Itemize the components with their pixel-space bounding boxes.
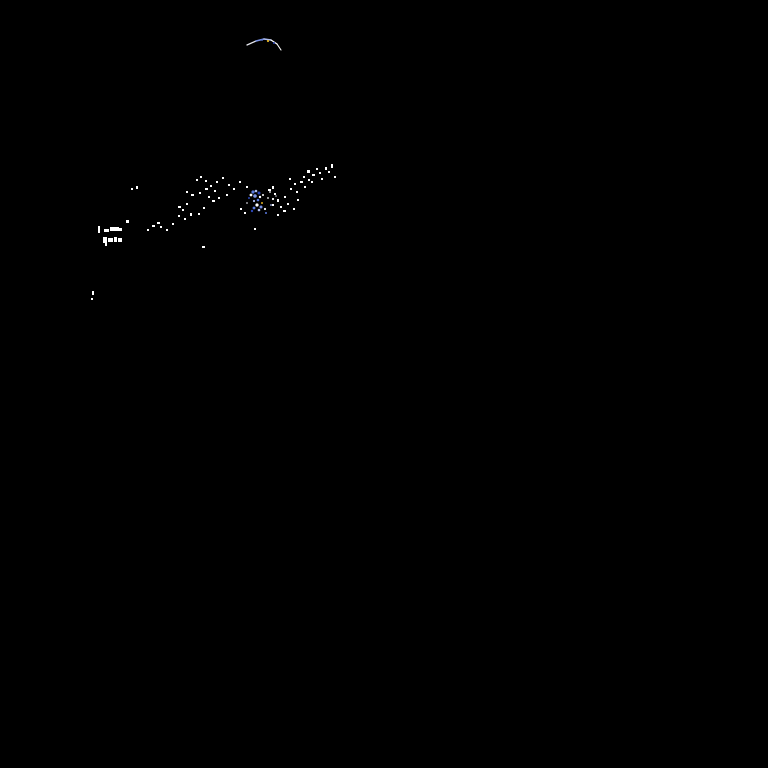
cluster-dot [267,197,269,199]
cluster-dot [254,189,258,193]
cluster-dot [261,202,263,204]
cluster-dot [256,198,260,202]
cluster-dot [270,204,272,206]
streak-dot [266,39,270,43]
cluster-dot [251,190,255,194]
cluster-dot [257,191,261,195]
cluster-dot [248,197,250,199]
cluster-dot [265,212,267,214]
cluster-dot [259,205,263,209]
cluster-dot [271,197,275,201]
cluster-dot [275,195,277,197]
streak-segment [255,38,265,42]
cluster-dot [263,207,267,211]
cluster-dot [253,194,257,198]
cluster-dot [258,195,262,199]
cluster-dot [246,202,248,204]
streak-dot [273,42,275,44]
bright-cluster [246,189,277,214]
cluster-dot [257,208,261,212]
streak-segment [263,38,272,41]
cluster-dot [269,191,271,193]
streak-dot [261,39,263,41]
cluster-dot [250,209,254,213]
cluster-dot [255,203,259,207]
cluster-dot [249,193,253,197]
cluster-dot [252,199,256,203]
curved-streak [246,38,282,51]
cluster-dot [262,194,264,196]
cluster-dot [252,206,256,210]
streak-segment [246,40,257,46]
streak-segment [276,43,282,51]
